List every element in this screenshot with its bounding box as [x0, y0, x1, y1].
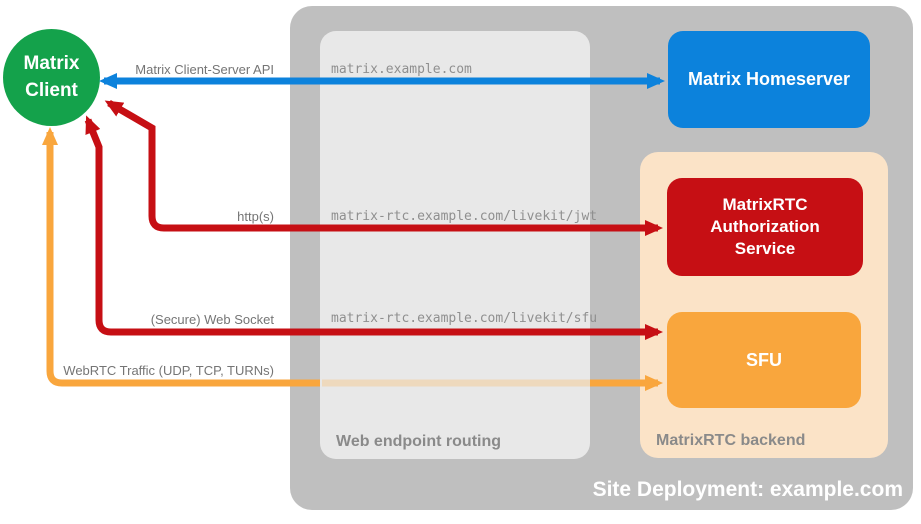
endpoint-livekit-sfu: matrix-rtc.example.com/livekit/sfu: [331, 311, 598, 326]
matrix-client-label-line1: Matrix: [23, 52, 80, 74]
endpoint-livekit-jwt: matrix-rtc.example.com/livekit/jwt: [331, 209, 598, 224]
endpoint-matrix-example-com: matrix.example.com: [331, 62, 472, 77]
matrix-homeserver-label: Matrix Homeserver: [687, 69, 851, 89]
sfu-node: SFU: [667, 312, 861, 408]
web-endpoint-routing-box: Web endpoint routing: [320, 31, 590, 459]
web-endpoint-routing-label: Web endpoint routing: [336, 433, 502, 450]
site-deployment-label: Site Deployment: example.com: [592, 478, 903, 501]
matrix-client-label-line2: Client: [25, 79, 78, 101]
matrixrtc-backend-label: MatrixRTC backend: [656, 432, 806, 449]
matrixrtc-authorization-service-node: MatrixRTC Authorization Service: [667, 178, 863, 276]
websocket-connection-label: (Secure) Web Socket: [150, 312, 274, 327]
webrtc-traffic-connection-label: WebRTC Traffic (UDP, TCP, TURNs): [63, 363, 274, 378]
sfu-label: SFU: [746, 349, 782, 370]
matrix-homeserver-node: Matrix Homeserver: [668, 31, 870, 128]
https-connection-label: http(s): [237, 209, 274, 224]
matrix-client-node: Matrix Client: [3, 29, 100, 126]
matrixrtc-authorization-service-label: MatrixRTC Authorization Service: [710, 194, 820, 259]
client-server-api-connection-label: Matrix Client-Server API: [135, 62, 274, 77]
